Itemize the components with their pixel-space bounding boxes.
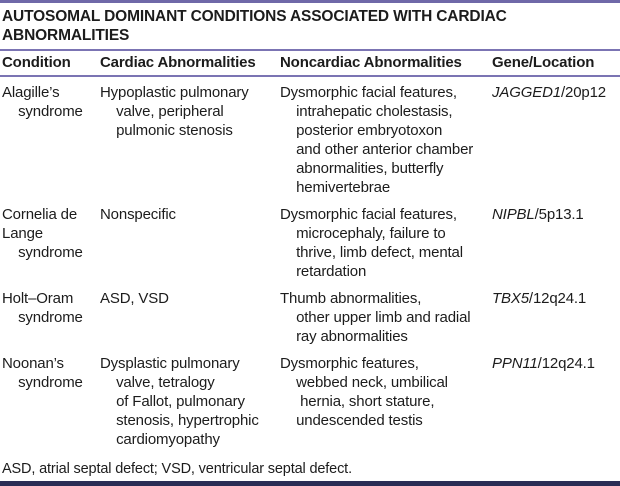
table-row-alagilles: Alagille’s syndrome Hypoplastic pulmonar… [0, 83, 620, 197]
gene-symbol: PPN11 [492, 355, 538, 372]
table-title: AUTOSOMAL DOMINANT CONDITIONS ASSOCIATED… [2, 8, 507, 44]
table-footnote: ASD, atrial septal defect; VSD, ventricu… [0, 457, 620, 481]
column-header-gene-location: Gene/Location [492, 54, 595, 71]
cell-cardiac: Hypoplastic pulmonary valve, peripheral … [100, 84, 249, 139]
rule-below-header [0, 75, 620, 77]
cell-cardiac: ASD, VSD [100, 290, 169, 307]
gene-locus: /5p13.1 [534, 206, 584, 223]
gene-symbol: NIPBL [492, 206, 535, 223]
rule-below-title [0, 49, 620, 51]
cell-noncardiac: Dysmorphic features, webbed neck, umbili… [280, 355, 448, 429]
cell-gene-location: TBX5/12q24.1 [492, 289, 618, 346]
column-header-condition: Condition [2, 54, 71, 71]
cell-cardiac: Nonspecific [100, 206, 176, 223]
column-header-noncardiac: Noncardiac Abnormalities [280, 54, 462, 71]
table-body: Alagille’s syndrome Hypoplastic pulmonar… [0, 77, 620, 457]
gene-symbol: JAGGED1 [492, 84, 561, 101]
cell-cardiac: Dysplastic pulmonary valve, tetralogy of… [100, 355, 259, 448]
gene-symbol: TBX5 [492, 290, 529, 307]
cell-noncardiac: Dysmorphic facial features, microcephaly… [280, 206, 463, 280]
table-row-holt-oram: Holt–Oram syndrome ASD, VSD Thumb abnorm… [0, 289, 620, 346]
cell-gene-location: PPN11/12q24.1 [492, 354, 618, 449]
cell-condition: Alagille’s syndrome [2, 84, 83, 120]
gene-locus: /20p12 [560, 84, 606, 101]
table-header-row: Condition Cardiac Abnormalities Noncardi… [0, 51, 620, 75]
table-row-cornelia-de-lange: Cornelia de Lange syndrome Nonspecific D… [0, 205, 620, 281]
column-header-cardiac: Cardiac Abnormalities [100, 54, 256, 71]
cell-condition: Holt–Oram syndrome [2, 290, 83, 326]
gene-locus: /12q24.1 [528, 290, 587, 307]
cell-gene-location: NIPBL/5p13.1 [492, 205, 618, 281]
cell-noncardiac: Thumb abnormalities, other upper limb an… [280, 290, 471, 345]
cell-condition: Noonan’s syndrome [2, 355, 83, 391]
table-row-noonans: Noonan’s syndrome Dysplastic pulmonary v… [0, 354, 620, 449]
cell-condition: Cornelia de Lange syndrome [2, 206, 83, 261]
cell-noncardiac: Dysmorphic facial features, intrahepatic… [280, 84, 474, 196]
cell-gene-location: JAGGED1/20p12 [492, 83, 618, 197]
gene-locus: /12q24.1 [537, 355, 595, 372]
